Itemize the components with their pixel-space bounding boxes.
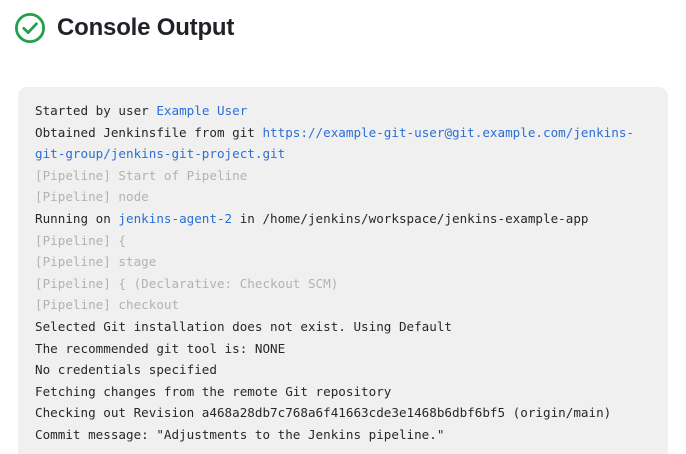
line-pipeline-stage: [Pipeline] stage: [35, 251, 652, 273]
console-text: [Pipeline] node: [35, 189, 149, 205]
line-started-by-user: Started by user Example User: [35, 100, 652, 122]
console-text: [Pipeline] checkout: [35, 297, 180, 313]
page-header: Console Output: [0, 0, 686, 44]
line-pipeline-checkout: [Pipeline] checkout: [35, 294, 652, 316]
console-text: Started by user: [35, 103, 157, 118]
line-pipeline-node: [Pipeline] node: [35, 186, 652, 208]
check-circle-icon: [14, 12, 46, 44]
console-text: Obtained Jenkinsfile from git: [35, 124, 263, 140]
line-fetching-changes: Fetching changes from the remote Git rep…: [35, 381, 652, 403]
line-running-on: Running on jenkins-agent-2 in /home/jenk…: [35, 208, 652, 230]
console-text: [Pipeline] { (Declarative: Checkout SCM): [35, 275, 339, 291]
line-start-of-pipeline: [Pipeline] Start of Pipeline: [35, 165, 652, 187]
console-text: Selected Git installation does not exist…: [35, 318, 453, 334]
line-no-credentials: No credentials specified: [35, 359, 652, 381]
console-text: Running on: [35, 210, 119, 226]
line-pipeline-declarative-checkout: [Pipeline] { (Declarative: Checkout SCM): [35, 273, 652, 295]
console-text: in /home/jenkins/workspace/jenkins-examp…: [232, 210, 589, 226]
line-commit-message: Commit message: "Adjustments to the Jenk…: [35, 424, 652, 446]
console-text: [Pipeline] stage: [35, 254, 157, 270]
line-recommended-git-tool: The recommended git tool is: NONE: [35, 338, 652, 360]
console-text: Commit message: "Adjustments to the Jenk…: [35, 426, 445, 442]
console-text: The recommended git tool is: NONE: [35, 340, 286, 356]
console-text: [Pipeline] {: [35, 232, 126, 248]
console-text: Checking out Revision a468a28db7c768a6f4…: [35, 405, 612, 421]
console-text: No credentials specified: [35, 362, 217, 378]
console-link[interactable]: Example User: [156, 103, 248, 118]
line-checking-out-revision: Checking out Revision a468a28db7c768a6f4…: [35, 402, 652, 424]
line-pipeline-open-brace: [Pipeline] {: [35, 230, 652, 252]
console-text: Fetching changes from the remote Git rep…: [35, 383, 392, 399]
console-link[interactable]: https://example-git-user@git.example.com…: [35, 124, 634, 162]
console-text: [Pipeline] Start of Pipeline: [35, 167, 248, 183]
line-obtained-jenkinsfile: Obtained Jenkinsfile from git https://ex…: [35, 122, 652, 165]
line-selected-git-installation: Selected Git installation does not exist…: [35, 316, 652, 338]
console-link[interactable]: jenkins-agent-2: [118, 210, 233, 226]
page-title: Console Output: [57, 14, 235, 41]
